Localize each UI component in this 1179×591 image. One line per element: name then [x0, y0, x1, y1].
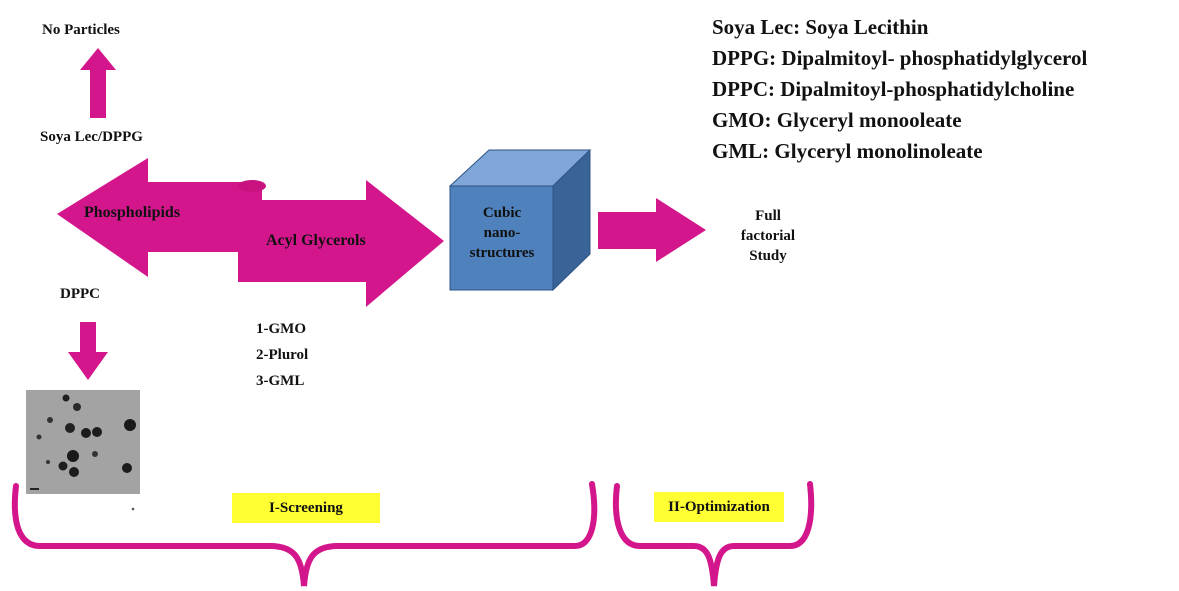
- phospholipids-label: Phospholipids: [84, 204, 181, 221]
- cubic-line-2: nano-: [483, 225, 521, 241]
- up-arrow: [80, 48, 116, 118]
- legend-item: Soya Lec: Soya Lecithin: [712, 15, 929, 39]
- optimization-brace: [612, 481, 815, 587]
- dppc-label: DPPC: [60, 286, 100, 302]
- acyl-glycerol-list: 1-GMO 2-Plurol 3-GML: [256, 316, 308, 394]
- legend-item: DPPG: Dipalmitoyl- phosphatidylglycerol: [712, 46, 1088, 70]
- legend-item: GML: Glyceryl monolinoleate: [712, 139, 983, 163]
- down-arrow: [68, 322, 108, 380]
- cubic-nanostructures-label: Cubic nano- structures: [452, 203, 552, 263]
- screening-tag: I-Screening: [232, 493, 380, 523]
- acyl-list-item: 2-Plurol: [256, 347, 309, 363]
- acyl-glycerols-arrow: [238, 180, 444, 307]
- abbreviation-legend: Soya Lec: Soya Lecithin DPPG: Dipalmitoy…: [712, 12, 1087, 167]
- legend-item: DPPC: Dipalmitoyl-phosphatidylcholine: [712, 77, 1075, 101]
- acyl-glycerols-label: Acyl Glycerols: [266, 232, 366, 249]
- cubic-line-1: Cubic: [482, 205, 522, 221]
- screening-brace: [11, 481, 598, 587]
- full-factorial-label: Full factorial Study: [728, 206, 808, 266]
- optimization-tag: II-Optimization: [654, 492, 784, 522]
- full-factorial-line-2: factorial: [740, 228, 796, 244]
- micrograph-image: [26, 390, 140, 494]
- soya-lec-dppg-label: Soya Lec/DPPG: [40, 129, 143, 145]
- full-factorial-line-3: Study: [749, 248, 787, 264]
- phospholipids-arrow-curl: [238, 180, 266, 192]
- micrograph-dot: [131, 507, 135, 511]
- acyl-list-item: 3-GML: [256, 373, 305, 389]
- full-factorial-line-1: Full: [755, 208, 781, 224]
- optimization-arrow: [598, 198, 706, 262]
- cube-front: [449, 185, 554, 291]
- legend-item: GMO: Glyceryl monooleate: [712, 108, 962, 132]
- acyl-list-item: 1-GMO: [256, 321, 306, 337]
- phospholipids-arrow: [57, 158, 262, 277]
- no-particles-label: No Particles: [42, 22, 120, 38]
- cubic-line-3: structures: [469, 245, 535, 261]
